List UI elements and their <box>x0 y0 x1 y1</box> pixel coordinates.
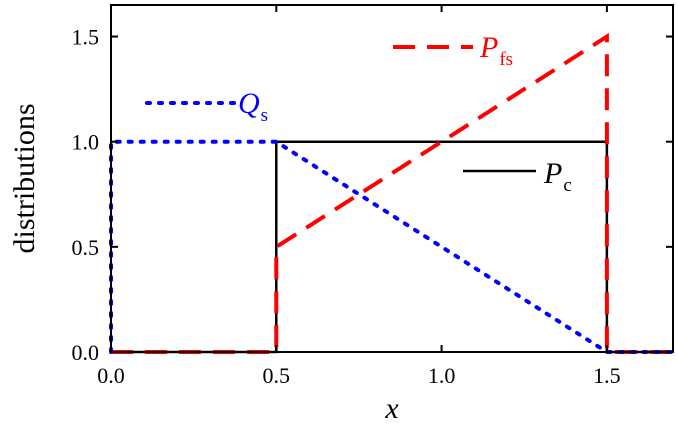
x-tick-label: 0.5 <box>263 363 291 388</box>
y-tick-label: 1.5 <box>72 25 100 50</box>
plot-frame <box>110 4 674 353</box>
series-pc-line <box>111 140 673 354</box>
series-pfs-line <box>111 32 673 354</box>
legend-label-c: Pc <box>543 157 572 196</box>
y-tick-label: 1.0 <box>72 130 100 155</box>
y-axis-title: distributions <box>8 103 41 253</box>
x-tick-label: 1.5 <box>593 363 621 388</box>
series-qs-line <box>109 139 675 354</box>
y-tick-label: 0.5 <box>72 235 100 260</box>
x-tick-label: 1.0 <box>428 363 456 388</box>
x-tick-label: 0.0 <box>97 363 125 388</box>
x-axis-title: x <box>384 392 399 425</box>
legend-label-fs: Pfs <box>479 31 513 70</box>
y-tick-label: 0.0 <box>72 340 100 365</box>
legend-label-s: Qs <box>238 87 268 126</box>
